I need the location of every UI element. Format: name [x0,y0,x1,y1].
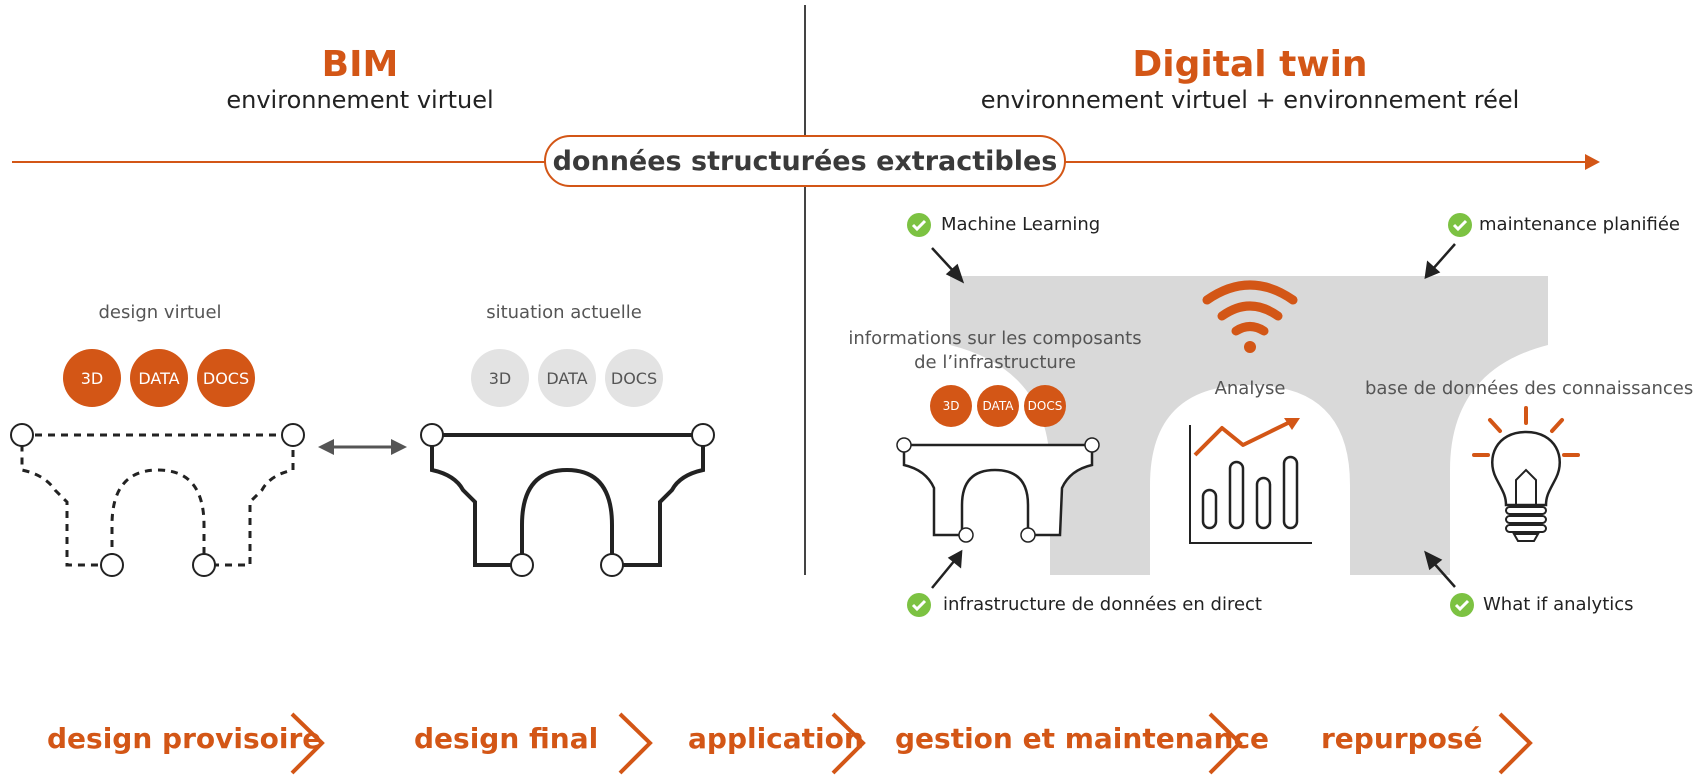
design-virtuel-3d-circle: 3D [63,349,121,407]
lightbulb-icon [1472,406,1580,542]
stage-application: application [688,722,864,755]
solid-bridge-outline [430,433,705,567]
wifi-dot [1244,341,1256,353]
analyse-label: Analyse [1214,378,1286,399]
situation-actuelle-label: situation actuelle [486,302,642,323]
stage-repurpose: repurposé [1321,722,1483,755]
double-arrow-right-head [391,439,407,455]
twin-3d-circle: 3D [930,385,972,427]
machine-learning-label: Machine Learning [941,214,1101,235]
twin-docs-circle: DOCS [1024,385,1066,427]
stage-gestion-maintenance: gestion et maintenance [895,722,1270,755]
situation-actuelle-docs-circle: DOCS [605,349,663,407]
solid-bridge-nodes [420,423,715,577]
small-bridge-outline [902,443,1094,537]
components-info-line2: de l’infrastructure [914,352,1076,373]
situation-actuelle-3d-circle: 3D [471,349,529,407]
maintenance-label: maintenance planifiée [1479,214,1680,235]
dashed-bridge-outline [20,433,295,567]
dashed-bridge-nodes [10,423,305,577]
stage-design-provisoire: design provisoire [47,722,322,755]
design-virtuel-data-circle: DATA [130,349,188,407]
wifi-icon [1202,280,1298,336]
small-bridge-nodes [896,437,1100,543]
design-virtuel-docs-circle: DOCS [197,349,255,407]
digital-twin-title: Digital twin [1132,44,1368,85]
components-info-label: informations sur les composants de l’inf… [830,327,1160,375]
components-info-line1: informations sur les composants [848,328,1142,349]
live-data-label: infrastructure de données en direct [943,594,1262,615]
structured-data-banner: données structurées extractibles [544,135,1066,187]
situation-actuelle-data-circle: DATA [538,349,596,407]
bim-title: BIM [321,44,399,85]
stage-chevrons [290,712,1533,775]
stage-design-final: design final [414,722,599,755]
analytics-chart-icon [1189,418,1312,544]
digital-twin-subtitle: environnement virtuel + environnement ré… [980,86,1520,114]
design-virtuel-label: design virtuel [98,302,222,323]
twin-bridge-shape [950,276,1548,575]
check-icon [907,213,931,237]
check-icon [1448,213,1472,237]
pointer-arrows [931,243,1456,589]
twin-data-circle: DATA [977,385,1019,427]
knowledge-base-label: base de données des connaissances [1365,378,1694,399]
double-arrow-left-head [318,439,334,455]
check-icon [1450,593,1474,617]
what-if-label: What if analytics [1483,594,1634,615]
check-icon [907,593,931,617]
bim-subtitle: environnement virtuel [226,86,494,114]
timeline-arrowhead [1585,154,1600,170]
